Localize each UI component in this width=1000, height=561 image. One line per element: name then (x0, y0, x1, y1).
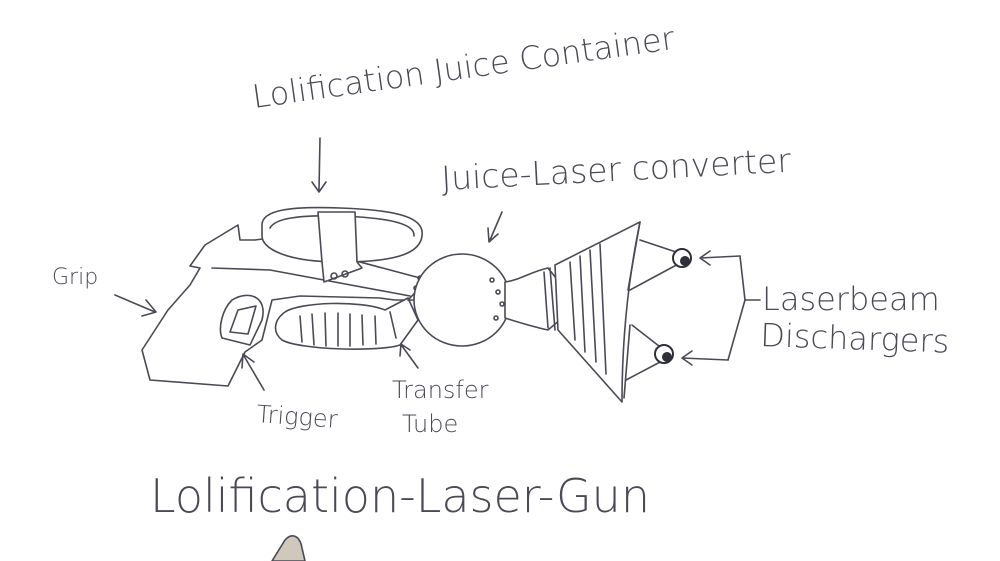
label-converter: Juice-Laser converter (440, 141, 792, 198)
juice-laser-converter (413, 253, 511, 347)
arrow-grip (114, 294, 157, 317)
label-transfer: Transfer (392, 376, 489, 404)
label-grip: Grip (52, 265, 98, 290)
arrow-discharger-bottom (681, 350, 729, 366)
arrow-juice-container (311, 137, 327, 193)
labels: Lolification Juice Container Juice-Laser… (52, 19, 950, 523)
cropped-figure-fragment (271, 535, 306, 561)
arrow-transfer (399, 343, 419, 369)
diagram-title: Lolification-Laser-Gun (150, 469, 650, 523)
label-trigger: Trigger (256, 400, 339, 434)
juice-container (261, 206, 423, 283)
trigger-guard (219, 294, 264, 346)
emitter-cone (554, 221, 641, 403)
trigger-shape (229, 305, 257, 335)
gun-drawing (141, 206, 692, 403)
gun-top-line (211, 267, 411, 297)
label-juice-container: Lolification Juice Container (250, 19, 678, 116)
bracket-dischargers (727, 255, 746, 361)
label-dischargers: Dischargers (760, 316, 950, 361)
arrow-discharger-top (699, 250, 741, 266)
transfer-tube (274, 275, 427, 350)
label-tube: Tube (402, 410, 458, 438)
arrow-converter (487, 211, 503, 243)
pointer-arrows (114, 137, 761, 391)
gun-frame (141, 224, 421, 387)
arrow-trigger (241, 353, 265, 391)
label-laserbeam: Laserbeam (762, 280, 940, 318)
laserbeam-dischargers (625, 239, 692, 381)
